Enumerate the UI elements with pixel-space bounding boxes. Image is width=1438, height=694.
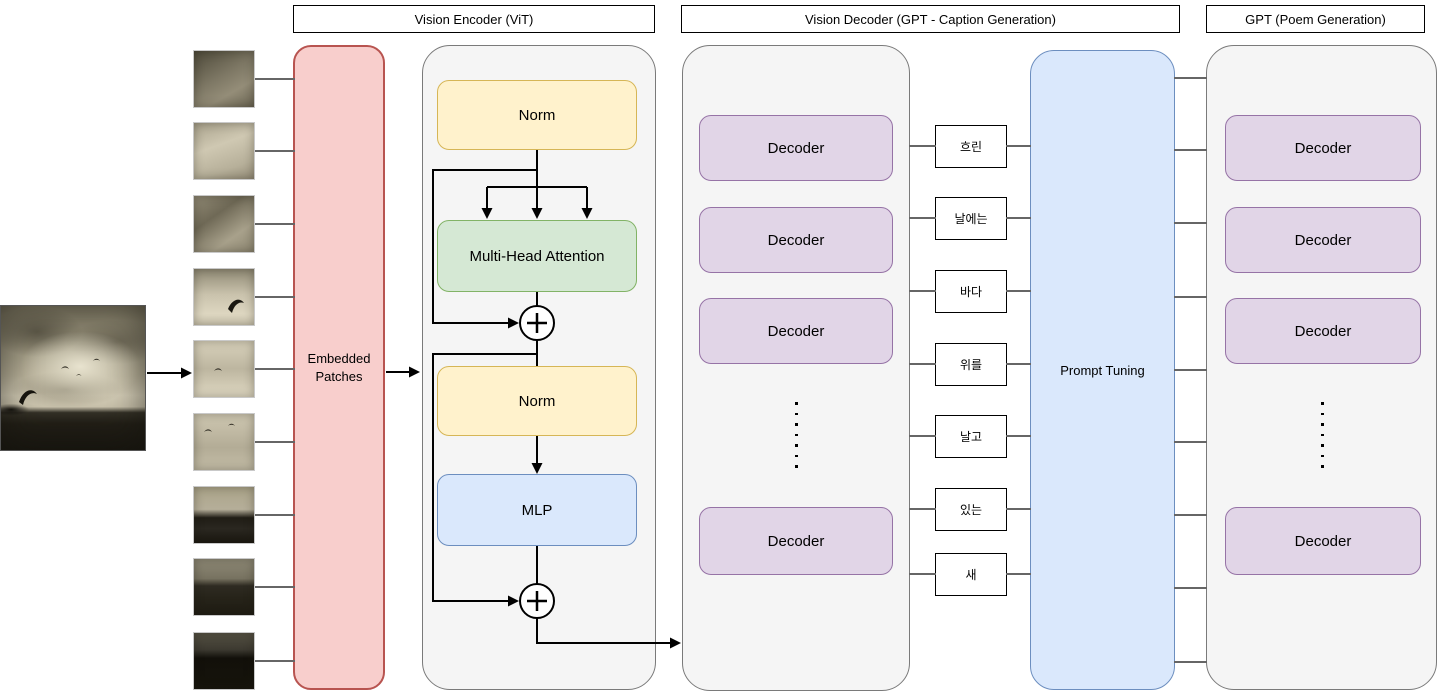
bird-silhouette-icon xyxy=(228,299,244,313)
caption-token-label: 위를 xyxy=(959,358,983,372)
decoder-label: Decoder xyxy=(1294,532,1352,550)
vision-decoder-block-3: Decoder xyxy=(699,298,893,364)
gpt-decoder-block-4: Decoder xyxy=(1225,507,1421,575)
image-patch-8 xyxy=(193,558,255,616)
caption-token-label: 새 xyxy=(965,568,977,582)
title-vision-decoder-label: Vision Decoder (GPT - Caption Generation… xyxy=(805,11,1056,27)
decoder-label: Decoder xyxy=(767,532,825,550)
ellipsis-icon xyxy=(795,402,798,468)
mlp-label: MLP xyxy=(521,501,553,519)
mlp-block: MLP xyxy=(437,474,637,546)
norm-block-1: Norm xyxy=(437,80,637,150)
caption-token-5: 날고 xyxy=(935,415,1007,458)
caption-token-6: 있는 xyxy=(935,488,1007,531)
decoder-label: Decoder xyxy=(767,139,825,157)
ellipsis-icon xyxy=(1321,402,1324,468)
norm-block-2: Norm xyxy=(437,366,637,436)
image-patch-3 xyxy=(193,195,255,253)
caption-token-3: 바다 xyxy=(935,270,1007,313)
title-vision-encoder: Vision Encoder (ViT) xyxy=(293,5,655,33)
bird-silhouettes-icon xyxy=(204,423,235,432)
image-patch-7 xyxy=(193,486,255,544)
image-patch-4 xyxy=(193,268,255,326)
multi-head-attention-block: Multi-Head Attention xyxy=(437,220,637,292)
image-patch-1 xyxy=(193,50,255,108)
vision-decoder-block-2: Decoder xyxy=(699,207,893,273)
caption-token-4: 위를 xyxy=(935,343,1007,386)
prompt-gpt-connectors xyxy=(1174,77,1207,663)
vision-decoder-block-1: Decoder xyxy=(699,115,893,181)
gpt-decoder-block-2: Decoder xyxy=(1225,207,1421,273)
gpt-decoder-block-3: Decoder xyxy=(1225,298,1421,364)
caption-token-label: 흐린 xyxy=(959,140,983,154)
decoder-label: Decoder xyxy=(1294,231,1352,249)
caption-token-label: 날고 xyxy=(959,430,983,444)
title-vision-decoder: Vision Decoder (GPT - Caption Generation… xyxy=(681,5,1180,33)
caption-token-7: 새 xyxy=(935,553,1007,596)
decoder-token-connectors xyxy=(909,145,936,575)
caption-token-label: 날에는 xyxy=(954,212,988,226)
token-prompt-connectors xyxy=(1006,145,1031,575)
caption-token-1: 흐린 xyxy=(935,125,1007,168)
norm-label: Norm xyxy=(518,392,556,410)
embedded-patches-label: Embedded Patches xyxy=(307,350,371,384)
caption-token-label: 바다 xyxy=(959,285,983,299)
caption-token-label: 있는 xyxy=(959,503,983,517)
title-vision-encoder-label: Vision Encoder (ViT) xyxy=(414,11,534,27)
bird-silhouette-icon xyxy=(214,368,222,371)
decoder-label: Decoder xyxy=(1294,139,1352,157)
title-gpt-label: GPT (Poem Generation) xyxy=(1245,11,1386,27)
gpt-decoder-block-1: Decoder xyxy=(1225,115,1421,181)
caption-token-2: 날에는 xyxy=(935,197,1007,240)
prompt-tuning-label: Prompt Tuning xyxy=(1060,362,1145,378)
norm-label: Norm xyxy=(518,106,556,124)
image-patch-5 xyxy=(193,340,255,398)
embedded-patches-box: Embedded Patches xyxy=(293,45,385,690)
bird-silhouettes-icon xyxy=(19,358,100,405)
input-photo xyxy=(0,305,146,451)
decoder-label: Decoder xyxy=(1294,322,1352,340)
title-gpt: GPT (Poem Generation) xyxy=(1206,5,1425,33)
decoder-label: Decoder xyxy=(767,231,825,249)
image-patch-6 xyxy=(193,413,255,471)
patch-connectors xyxy=(255,78,295,662)
prompt-tuning-box: Prompt Tuning xyxy=(1030,50,1175,690)
decoder-label: Decoder xyxy=(767,322,825,340)
multi-head-attention-label: Multi-Head Attention xyxy=(469,247,605,265)
vision-decoder-block-4: Decoder xyxy=(699,507,893,575)
image-patch-2 xyxy=(193,122,255,180)
image-patch-9 xyxy=(193,632,255,690)
